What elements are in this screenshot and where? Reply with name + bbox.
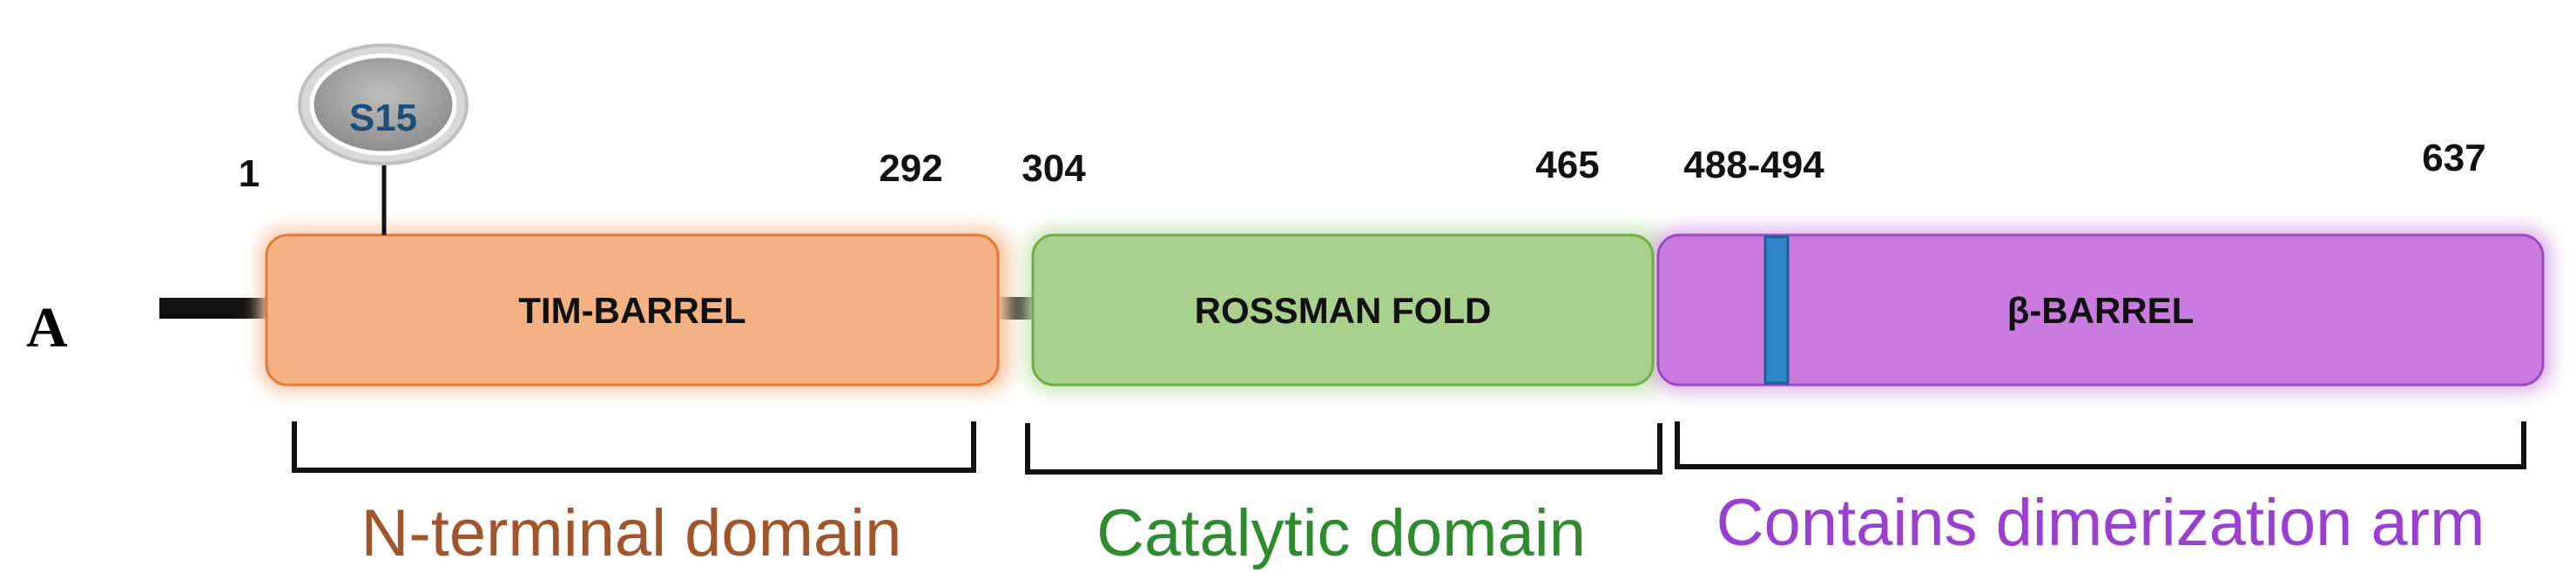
- rossman-fold-label: ROSSMAN FOLD: [1195, 290, 1492, 331]
- residue-end: 637: [2422, 137, 2485, 179]
- catalytic-bracket: [1025, 423, 1662, 475]
- residue-start: 1: [239, 152, 260, 195]
- catalytic-region-label: Catalytic domain: [1096, 496, 1586, 570]
- residue-rossman-start: 304: [1022, 147, 1086, 190]
- beta-barrel-domain: [1656, 233, 2545, 387]
- residue-dimer-arm: 488-494: [1683, 144, 1824, 186]
- residue-tim-end: 292: [879, 147, 942, 190]
- dimerization-bracket: [1675, 421, 2526, 469]
- rossman-fold-domain: [1031, 233, 1655, 387]
- residue-rossman-end: 465: [1535, 144, 1599, 186]
- site-marker-inner: [309, 53, 457, 156]
- dimerization-region-label: Contains dimerization arm: [1716, 486, 2485, 560]
- beta-barrel-label: β-BARREL: [2007, 290, 2195, 331]
- tim-barrel-domain: [265, 233, 1000, 387]
- site-label: S15: [349, 97, 417, 139]
- protein-backbone-n-term: [159, 298, 273, 319]
- tim-barrel-label: TIM-BARREL: [518, 290, 745, 331]
- dimerization-arm-marker: [1763, 235, 1790, 385]
- panel-label: A: [26, 296, 68, 360]
- n-terminal-region-label: N-terminal domain: [361, 496, 902, 570]
- n-terminal-bracket: [292, 421, 976, 473]
